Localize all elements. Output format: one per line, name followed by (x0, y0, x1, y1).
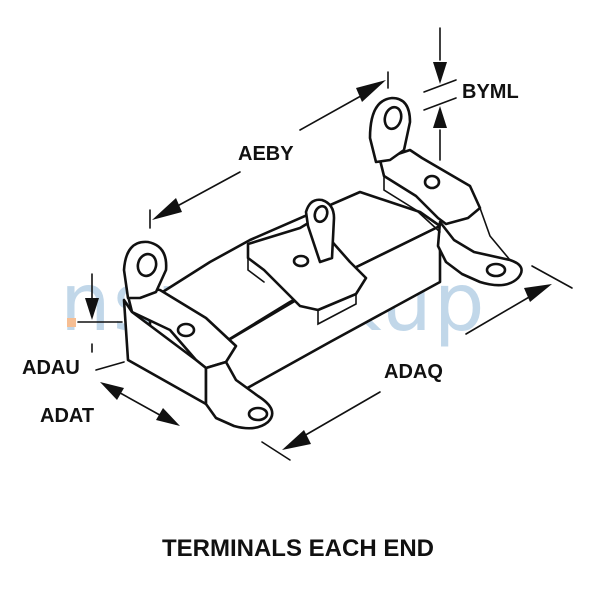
byml-label: BYML (462, 81, 519, 103)
byml-arrow-bottom (433, 106, 447, 128)
aeby-arrow-right (356, 80, 386, 102)
middle-tab-hole (313, 204, 329, 224)
right-tab-hole (383, 105, 403, 131)
adaq-arrow-right (524, 284, 552, 302)
adaq-extension-left (261, 441, 291, 461)
dimension-aeby: AEBY (149, 71, 389, 229)
middle-plate-hole (292, 254, 310, 268)
adat-label: ADAT (40, 405, 94, 427)
middle-bracket (246, 198, 368, 326)
left-terminal (122, 240, 274, 430)
dimension-adau: ADAU (22, 273, 123, 379)
right-terminal-edge-2 (479, 207, 511, 261)
aeby-dimension-line-upper (299, 91, 369, 131)
adau-arrow-top (85, 298, 99, 320)
dimension-adat: ADAT (40, 361, 180, 427)
adaq-label: ADAQ (384, 361, 443, 383)
byml-extension-bottom (423, 97, 457, 111)
right-terminal-edge (383, 175, 441, 233)
right-plate-hole (423, 174, 441, 190)
caption: TERMINALS EACH END (162, 535, 434, 562)
aeby-label: AEBY (238, 143, 294, 165)
adaq-arrow-left (282, 430, 311, 450)
dimension-byml: BYML (423, 27, 519, 161)
adau-label: ADAU (22, 357, 80, 379)
aeby-arrow-left (152, 198, 182, 220)
adaq-extension-right (531, 265, 573, 289)
byml-extension-top (423, 79, 457, 93)
adat-arrow-left (100, 382, 124, 400)
middle-bracket-edge-2 (247, 257, 265, 283)
left-plate-hole (176, 322, 196, 338)
adat-extension (95, 361, 125, 371)
right-foot-hole (485, 262, 507, 278)
right-terminal (368, 96, 523, 287)
left-tab-hole (136, 252, 158, 278)
aeby-dimension-line-lower (169, 171, 241, 211)
watermark-dot (67, 318, 76, 327)
left-foot-hole (247, 406, 269, 422)
middle-bracket-edge (317, 293, 357, 326)
adat-arrow-right (156, 408, 180, 426)
dimension-adaq: ADAQ (261, 265, 573, 461)
byml-arrow-top (433, 62, 447, 84)
